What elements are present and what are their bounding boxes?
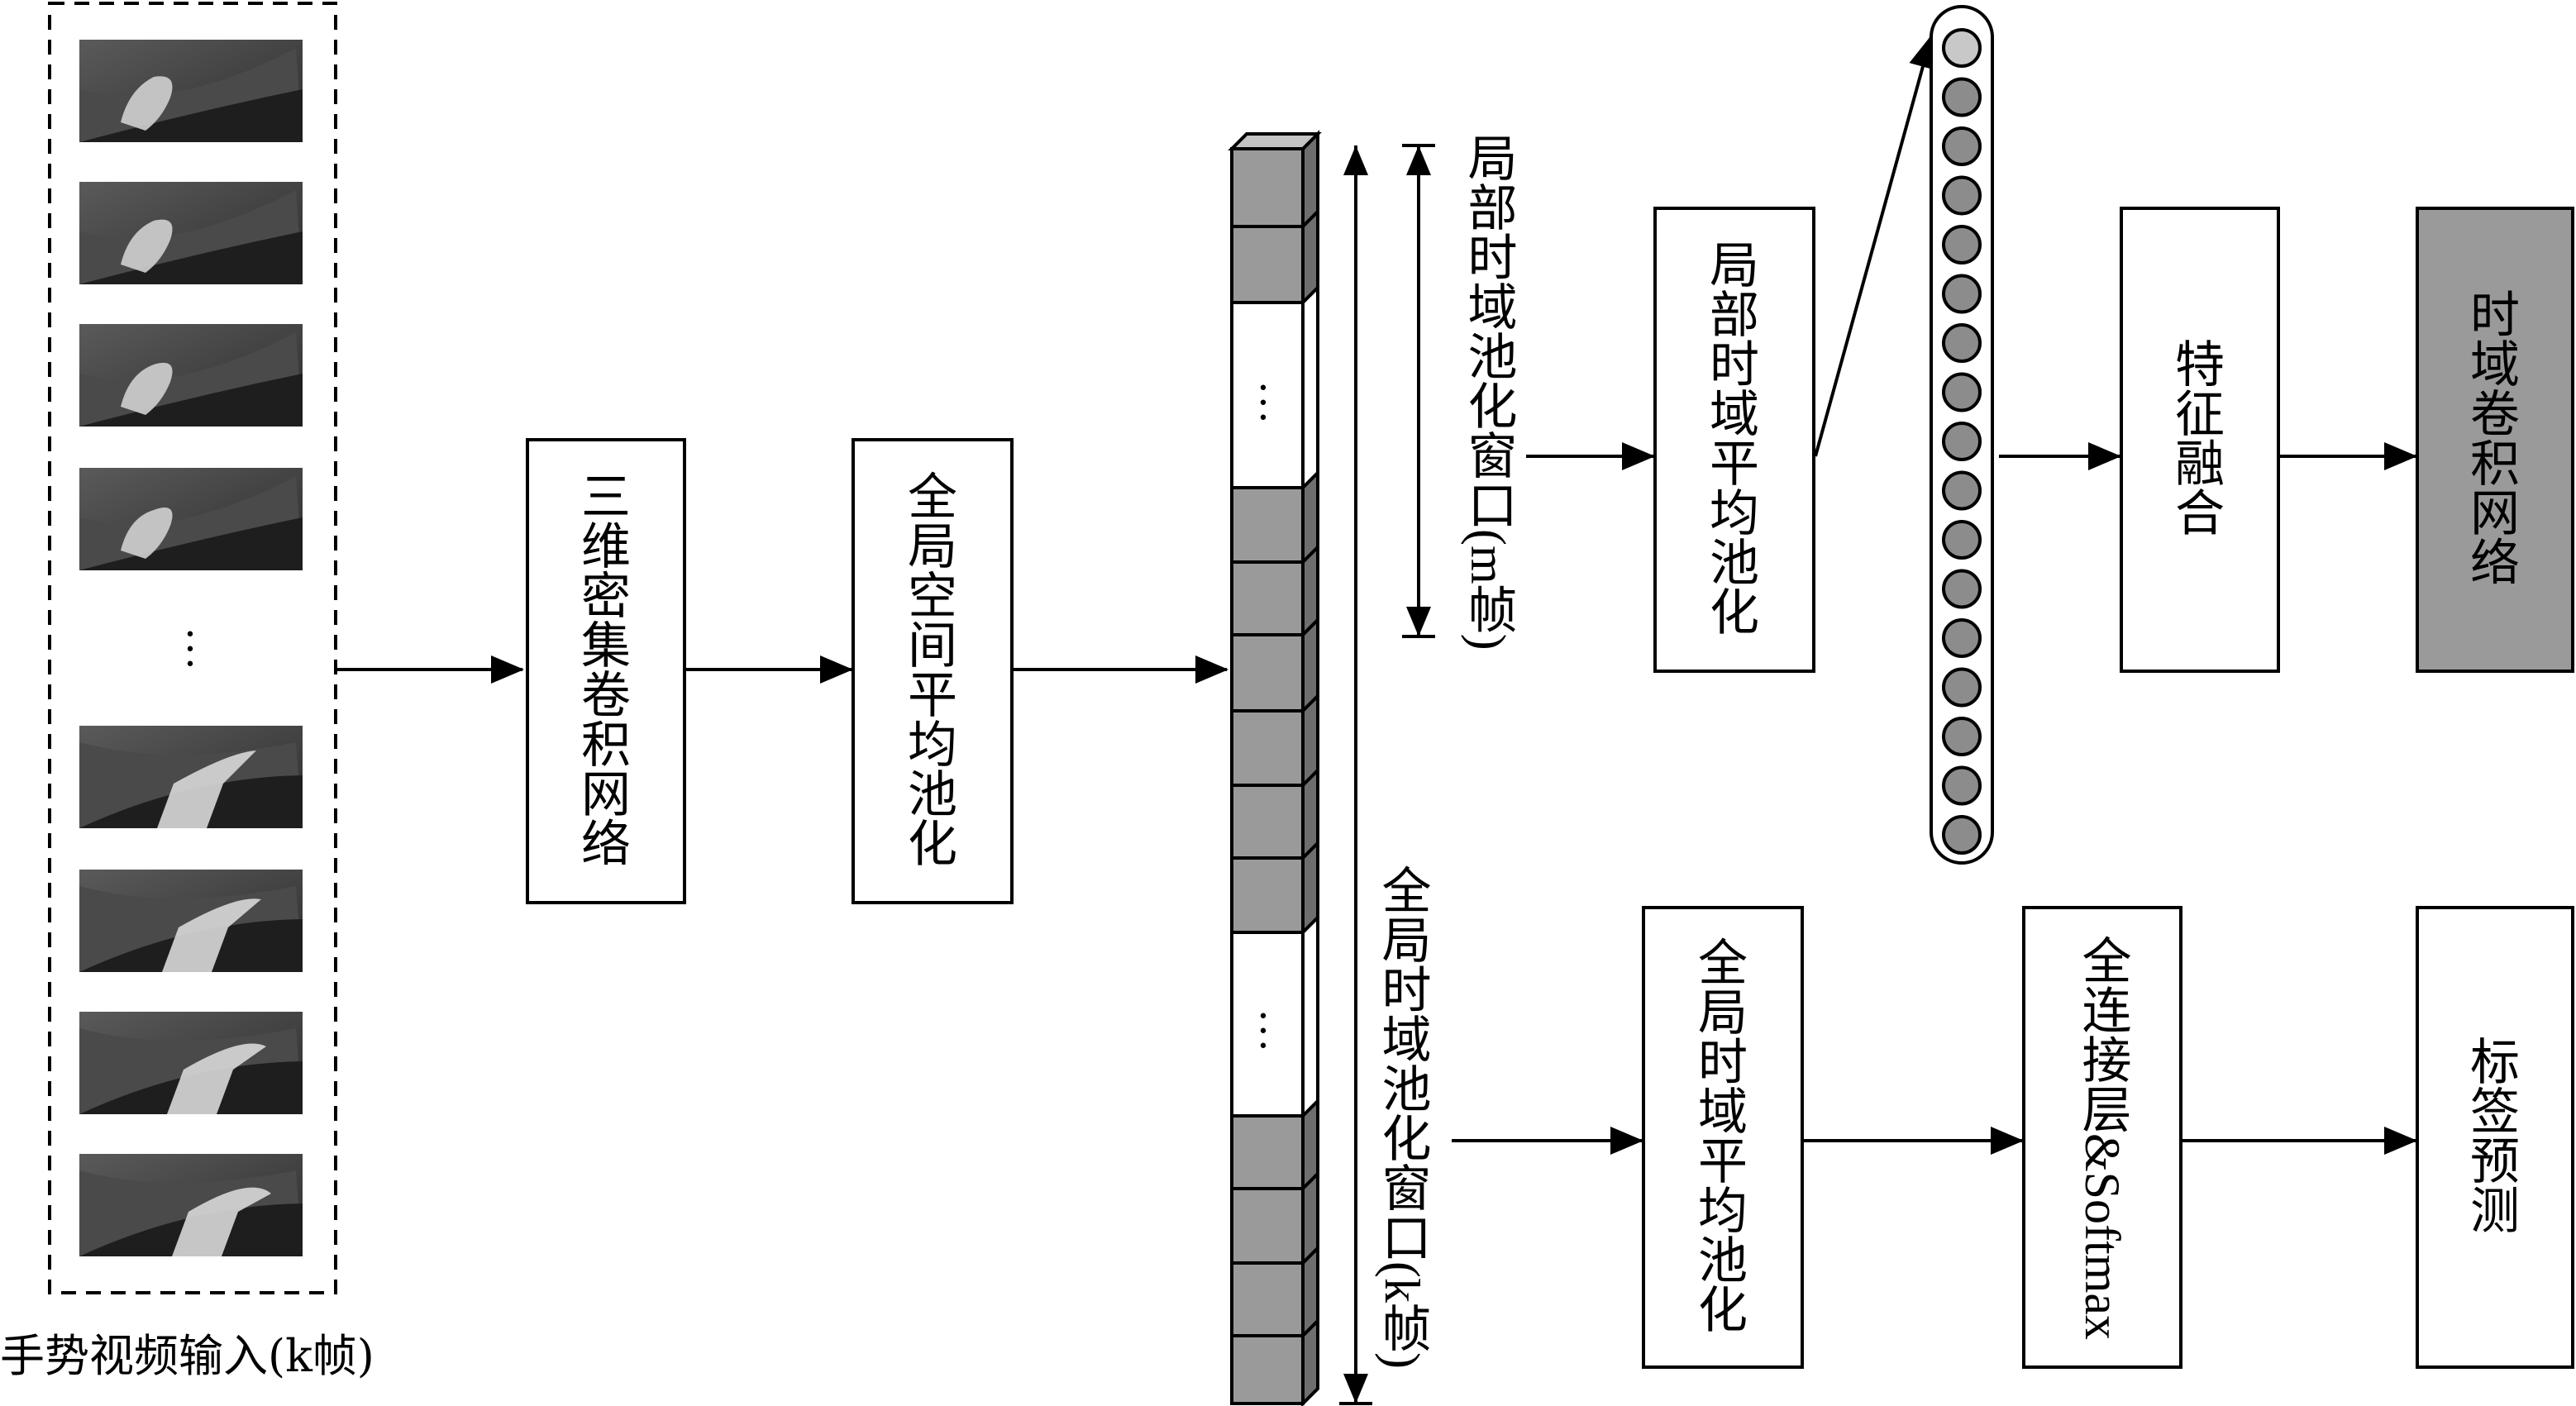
feature-cell xyxy=(1230,1187,1305,1265)
feature-column xyxy=(1228,130,1322,1406)
feature-node xyxy=(1942,618,1982,658)
label-pred-label: 标签预测 xyxy=(2470,1034,2520,1241)
input-ellipsis: ••• xyxy=(184,625,196,675)
input-frame-thumbnail xyxy=(79,468,303,570)
feature-node xyxy=(1942,667,1982,708)
gap-box: 全局空间平均池化 xyxy=(852,438,1014,904)
tcn-box: 时域卷积网络 xyxy=(2416,207,2574,673)
feature-cell xyxy=(1230,784,1305,860)
feature-cell xyxy=(1230,709,1305,787)
global-window-label: 全局时域池化窗口(k帧) xyxy=(1375,865,1429,1369)
tcn-label: 时域卷积网络 xyxy=(2470,287,2520,593)
feature-cell xyxy=(1230,147,1305,228)
feature-node xyxy=(1942,717,1982,756)
feature-cell xyxy=(1230,1114,1305,1190)
label-pred-box: 标签预测 xyxy=(2416,906,2574,1369)
feature-vector-nodes xyxy=(1942,28,1982,855)
fc-softmax-label: 全连接层&Softmax xyxy=(2075,935,2130,1340)
feature-cell-side xyxy=(1301,913,1319,1120)
local-pool-box: 局部时域平均池化 xyxy=(1653,207,1815,673)
input-frame-thumbnail xyxy=(79,1012,303,1114)
feature-node xyxy=(1942,28,1982,68)
input-frame-thumbnail xyxy=(79,40,303,142)
feature-cell-side xyxy=(1301,284,1319,492)
input-frame-thumbnail xyxy=(79,870,303,972)
feature-node xyxy=(1942,126,1982,166)
local-pool-label: 局部时域平均池化 xyxy=(1710,237,1759,642)
feature-cell xyxy=(1230,856,1305,934)
feature-cell xyxy=(1230,486,1305,564)
input-frame-thumbnail xyxy=(79,182,303,284)
local-window-label: 局部时域池化窗口(m帧) xyxy=(1461,132,1515,651)
feature-node xyxy=(1942,470,1982,511)
global-window-arrow-top xyxy=(1343,145,1368,175)
feature-node xyxy=(1942,274,1982,314)
feature-node xyxy=(1942,815,1982,855)
arrow-localpool-to-vector xyxy=(1814,35,1937,457)
feature-cell xyxy=(1230,560,1305,636)
global-pool-box: 全局时域平均池化 xyxy=(1642,906,1804,1369)
global-window-arrow-bottom xyxy=(1343,1374,1368,1404)
input-frame-thumbnail xyxy=(79,1154,303,1256)
feature-node xyxy=(1942,765,1982,806)
feature-cell xyxy=(1230,1334,1305,1405)
feature-node xyxy=(1942,225,1982,265)
feature-node xyxy=(1942,175,1982,216)
input-caption: 手势视频输入(k帧) xyxy=(0,1330,374,1382)
feature-cell-side xyxy=(1301,1317,1319,1406)
feature-node xyxy=(1942,569,1982,609)
feature-ellipsis-top: ••• xyxy=(1257,379,1269,429)
feature-cell xyxy=(1230,225,1305,304)
feature-node xyxy=(1942,520,1982,560)
feature-ellipsis-bottom: ••• xyxy=(1257,1007,1269,1057)
fc-softmax-box: 全连接层&Softmax xyxy=(2022,906,2182,1369)
global-pool-label: 全局时域平均池化 xyxy=(1698,935,1748,1340)
input-frame xyxy=(48,2,337,1294)
dense3d-box: 三维密集卷积网络 xyxy=(526,438,686,904)
input-frame-thumbnail xyxy=(79,726,303,828)
fusion-label: 特征融合 xyxy=(2175,336,2225,543)
feature-column-top xyxy=(1228,132,1322,150)
input-frame-thumbnail xyxy=(79,324,303,427)
feature-node xyxy=(1942,77,1982,117)
dense3d-label: 三维密集卷积网络 xyxy=(581,469,631,874)
feature-node xyxy=(1942,422,1982,461)
gap-label: 全局空间平均池化 xyxy=(908,469,957,874)
fusion-box: 特征融合 xyxy=(2120,207,2280,673)
feature-cell xyxy=(1230,633,1305,713)
feature-node xyxy=(1942,372,1982,412)
feature-cell xyxy=(1230,1261,1305,1337)
feature-node xyxy=(1942,323,1982,363)
